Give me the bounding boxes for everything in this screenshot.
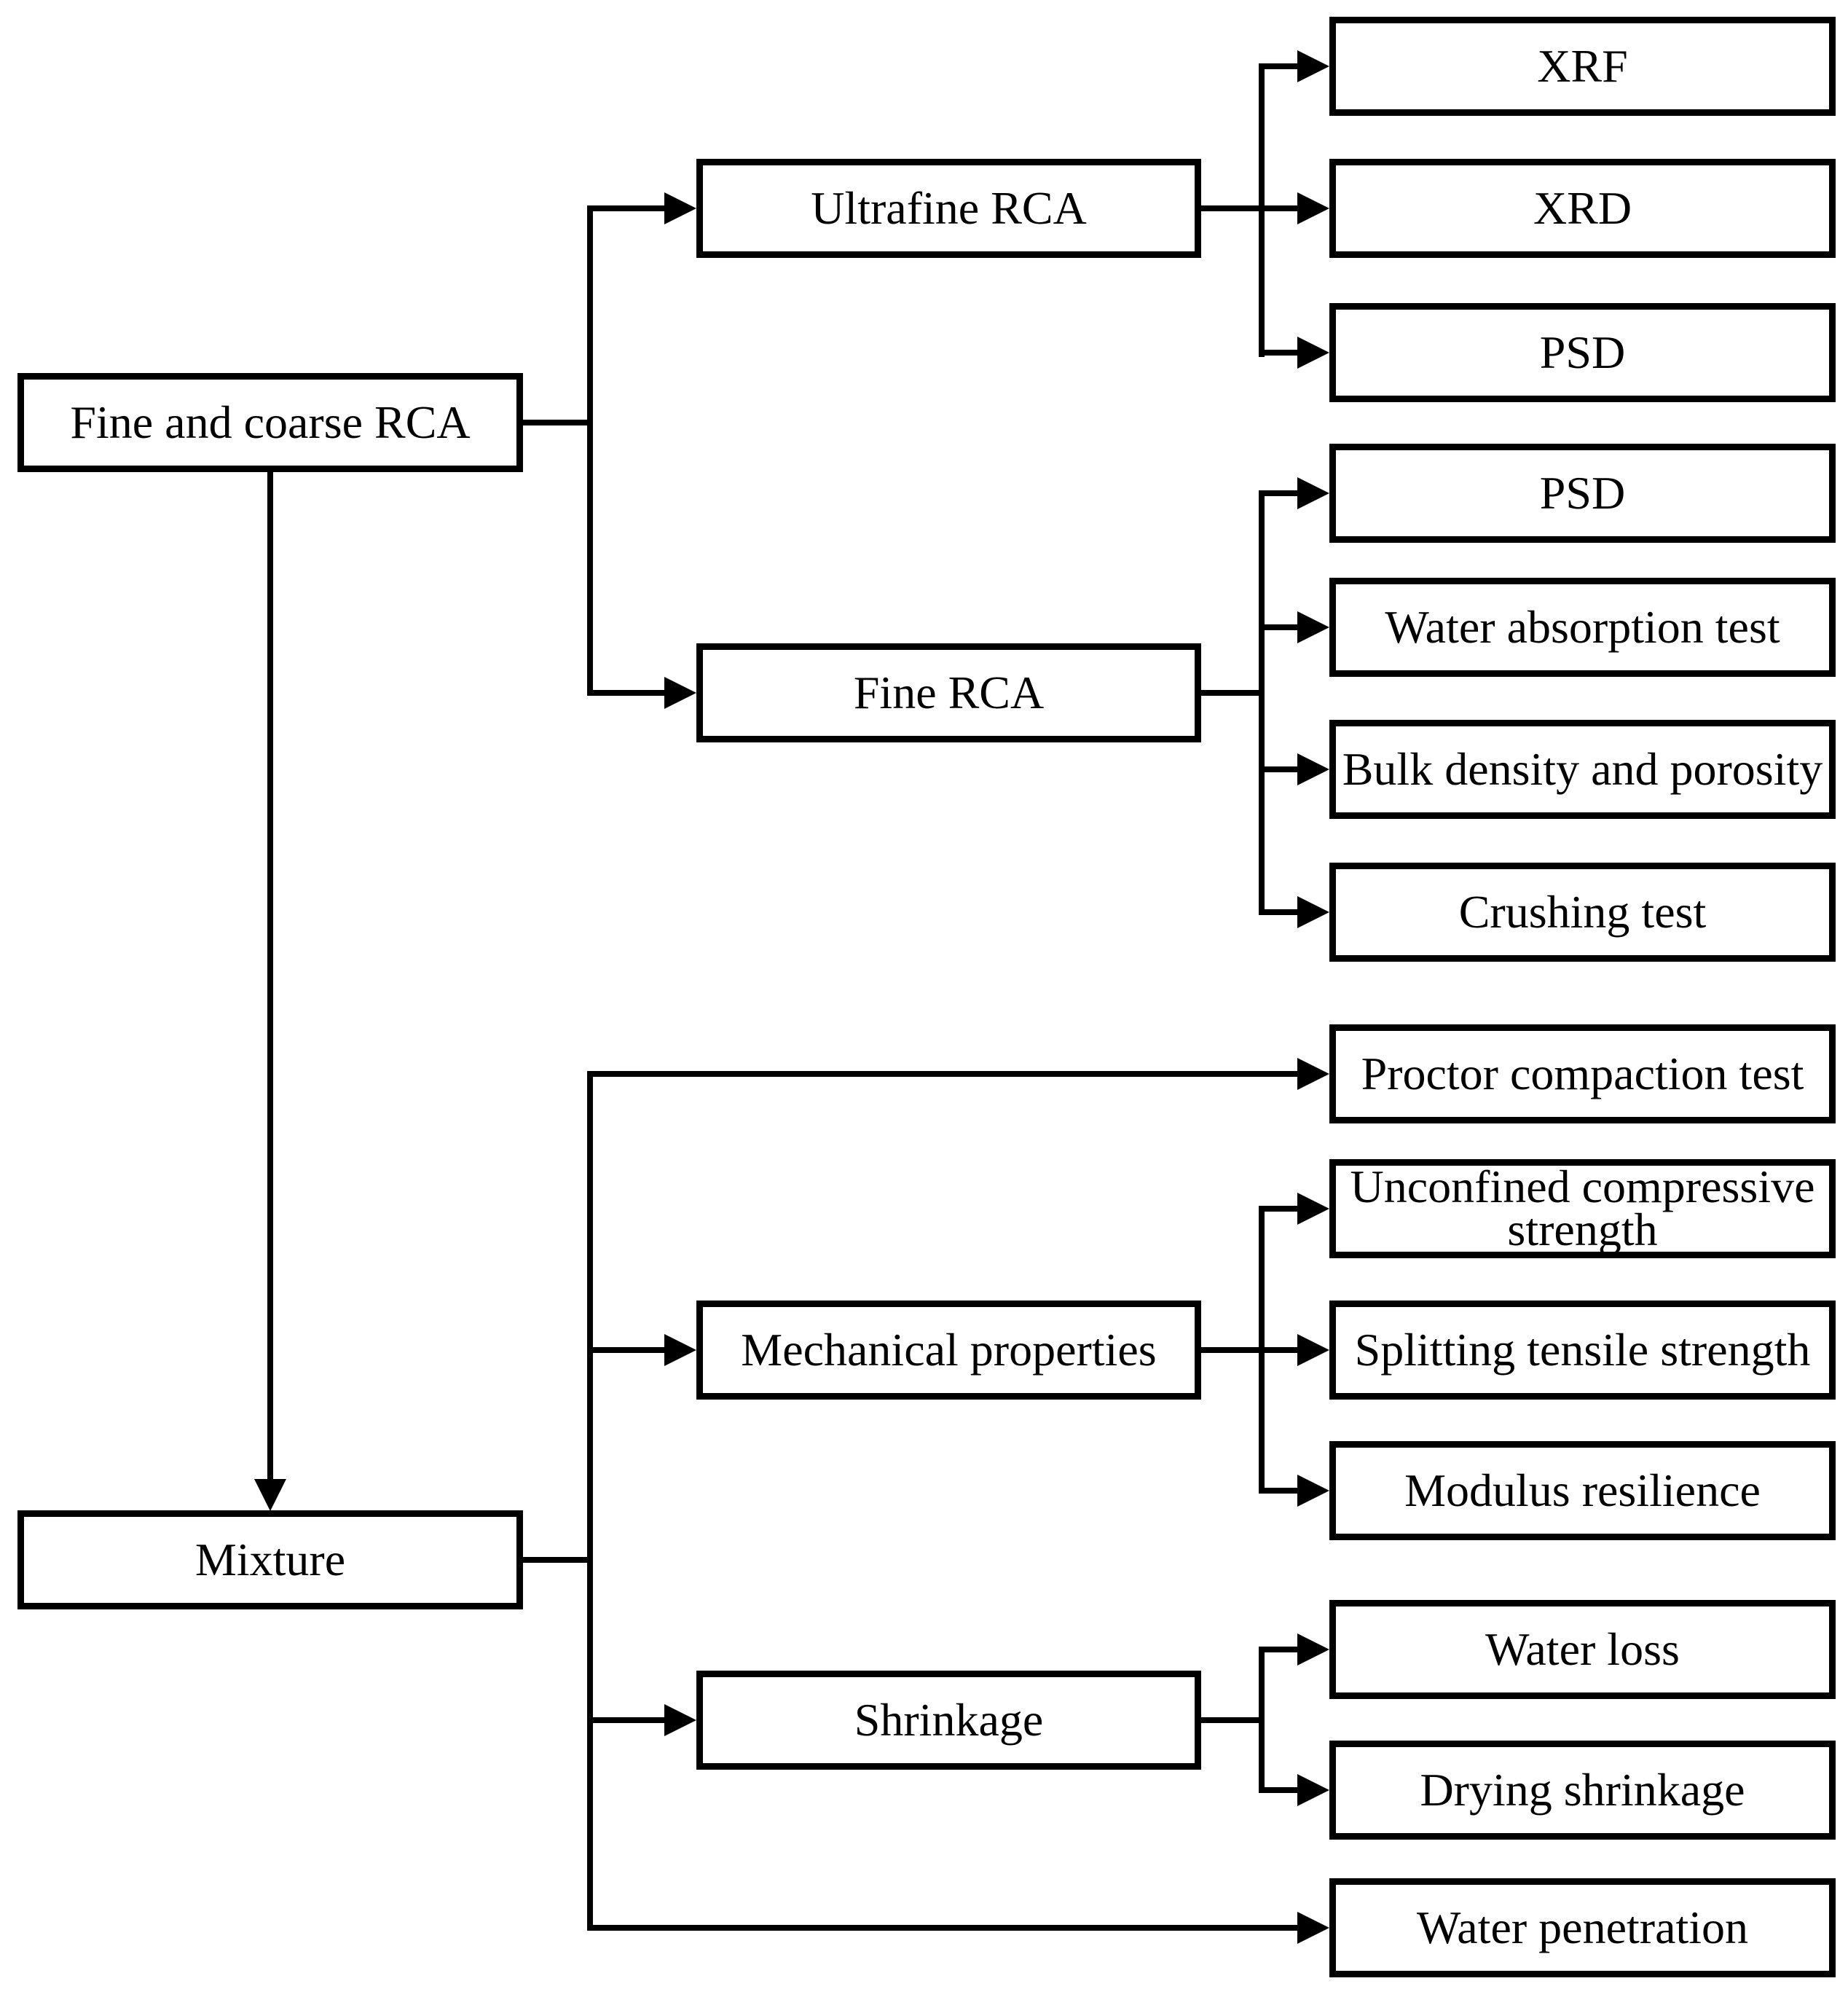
node-label: Bulk density and porosity <box>1342 743 1823 796</box>
node-unconfined-compressive-strength: Unconfined compressive strength <box>1329 1159 1836 1258</box>
edge-segment <box>587 1925 1297 1931</box>
edge-segment <box>1259 205 1299 211</box>
node-label: Water absorption test <box>1385 601 1780 654</box>
node-fine-and-coarse-rca: Fine and coarse RCA <box>17 373 523 472</box>
arrowhead-right-icon <box>664 677 696 709</box>
node-label: Mechanical properties <box>741 1324 1157 1376</box>
node-label: Drying shrinkage <box>1420 1764 1745 1816</box>
edge-segment <box>1259 766 1299 772</box>
node-splitting-tensile-strength: Splitting tensile strength <box>1329 1300 1836 1400</box>
node-label: PSD <box>1539 326 1626 379</box>
edge-segment <box>1259 1647 1299 1652</box>
arrowhead-right-icon <box>1297 477 1329 509</box>
arrowhead-right-icon <box>1297 1633 1329 1666</box>
arrowhead-right-icon <box>664 192 696 224</box>
node-proctor-compaction-test: Proctor compaction test <box>1329 1024 1836 1123</box>
node-modulus-resilience: Modulus resilience <box>1329 1441 1836 1540</box>
arrowhead-right-icon <box>1297 611 1329 643</box>
arrowhead-right-icon <box>1297 1475 1329 1507</box>
edge-segment <box>587 1717 666 1723</box>
arrowhead-right-icon <box>1297 1774 1329 1806</box>
edge-segment <box>1201 1347 1265 1353</box>
node-label: Unconfined compressive strength <box>1350 1161 1815 1255</box>
edge-segment <box>267 472 273 1482</box>
node-water-penetration: Water penetration <box>1329 1878 1836 1977</box>
edge-segment <box>1259 909 1299 915</box>
edge-segment <box>523 1557 593 1563</box>
edge-segment <box>1259 1787 1299 1793</box>
node-shrinkage: Shrinkage <box>696 1671 1201 1770</box>
node-label: Water loss <box>1485 1623 1680 1676</box>
edge-segment <box>1259 1488 1299 1494</box>
edge-segment <box>1259 490 1299 496</box>
node-label: XRD <box>1533 182 1632 235</box>
arrowhead-right-icon <box>664 1334 696 1366</box>
node-mixture: Mixture <box>17 1510 523 1609</box>
edge-segment <box>1259 1347 1299 1353</box>
node-label: Water penetration <box>1416 1902 1749 1954</box>
edge-segment <box>587 1071 1297 1077</box>
node-label: Ultrafine RCA <box>811 182 1087 235</box>
arrowhead-down-icon <box>254 1479 286 1511</box>
edge-segment <box>1259 350 1299 356</box>
edge-segment <box>587 1347 666 1353</box>
edge-segment <box>1259 63 1299 69</box>
node-label: Crushing test <box>1458 886 1707 938</box>
arrowhead-right-icon <box>1297 1334 1329 1366</box>
node-water-absorption-test: Water absorption test <box>1329 578 1836 677</box>
edge-segment <box>1201 690 1265 696</box>
node-bulk-density-and-porosity: Bulk density and porosity <box>1329 720 1836 819</box>
arrowhead-right-icon <box>1297 50 1329 82</box>
node-crushing-test: Crushing test <box>1329 863 1836 962</box>
edge-segment <box>1259 490 1265 915</box>
node-label: PSD <box>1539 467 1626 519</box>
edge-segment <box>1259 1206 1299 1212</box>
arrowhead-right-icon <box>1297 1193 1329 1225</box>
node-label: Modulus resilience <box>1404 1464 1761 1517</box>
arrowhead-right-icon <box>1297 1058 1329 1090</box>
node-psd-fine: PSD <box>1329 444 1836 543</box>
arrowhead-right-icon <box>1297 192 1329 224</box>
edge-segment <box>587 205 593 696</box>
node-label: XRF <box>1537 40 1628 93</box>
node-xrd: XRD <box>1329 159 1836 258</box>
arrowhead-right-icon <box>664 1704 696 1736</box>
node-label: Fine RCA <box>853 667 1045 719</box>
edge-segment <box>587 690 666 696</box>
node-ultrafine-rca: Ultrafine RCA <box>696 159 1201 258</box>
arrowhead-right-icon <box>1297 753 1329 785</box>
arrowhead-right-icon <box>1297 337 1329 369</box>
edge-segment <box>1259 624 1299 630</box>
node-mechanical-properties: Mechanical properties <box>696 1300 1201 1400</box>
node-psd-ultrafine: PSD <box>1329 303 1836 402</box>
edge-segment <box>1259 1647 1265 1793</box>
node-label: Shrinkage <box>854 1694 1044 1746</box>
arrowhead-right-icon <box>1297 896 1329 928</box>
edge-segment <box>587 1071 593 1931</box>
arrowhead-right-icon <box>1297 1912 1329 1944</box>
edge-segment <box>587 205 666 211</box>
edge-segment <box>523 420 593 425</box>
node-xrf: XRF <box>1329 17 1836 116</box>
node-water-loss: Water loss <box>1329 1600 1836 1699</box>
node-label: Mixture <box>194 1534 346 1586</box>
edge-segment <box>1201 1717 1265 1723</box>
node-label: Proctor compaction test <box>1361 1048 1804 1100</box>
node-fine-rca: Fine RCA <box>696 643 1201 742</box>
node-drying-shrinkage: Drying shrinkage <box>1329 1741 1836 1840</box>
edge-segment <box>1201 205 1265 211</box>
node-label: Splitting tensile strength <box>1354 1324 1811 1376</box>
node-label: Fine and coarse RCA <box>70 396 471 449</box>
